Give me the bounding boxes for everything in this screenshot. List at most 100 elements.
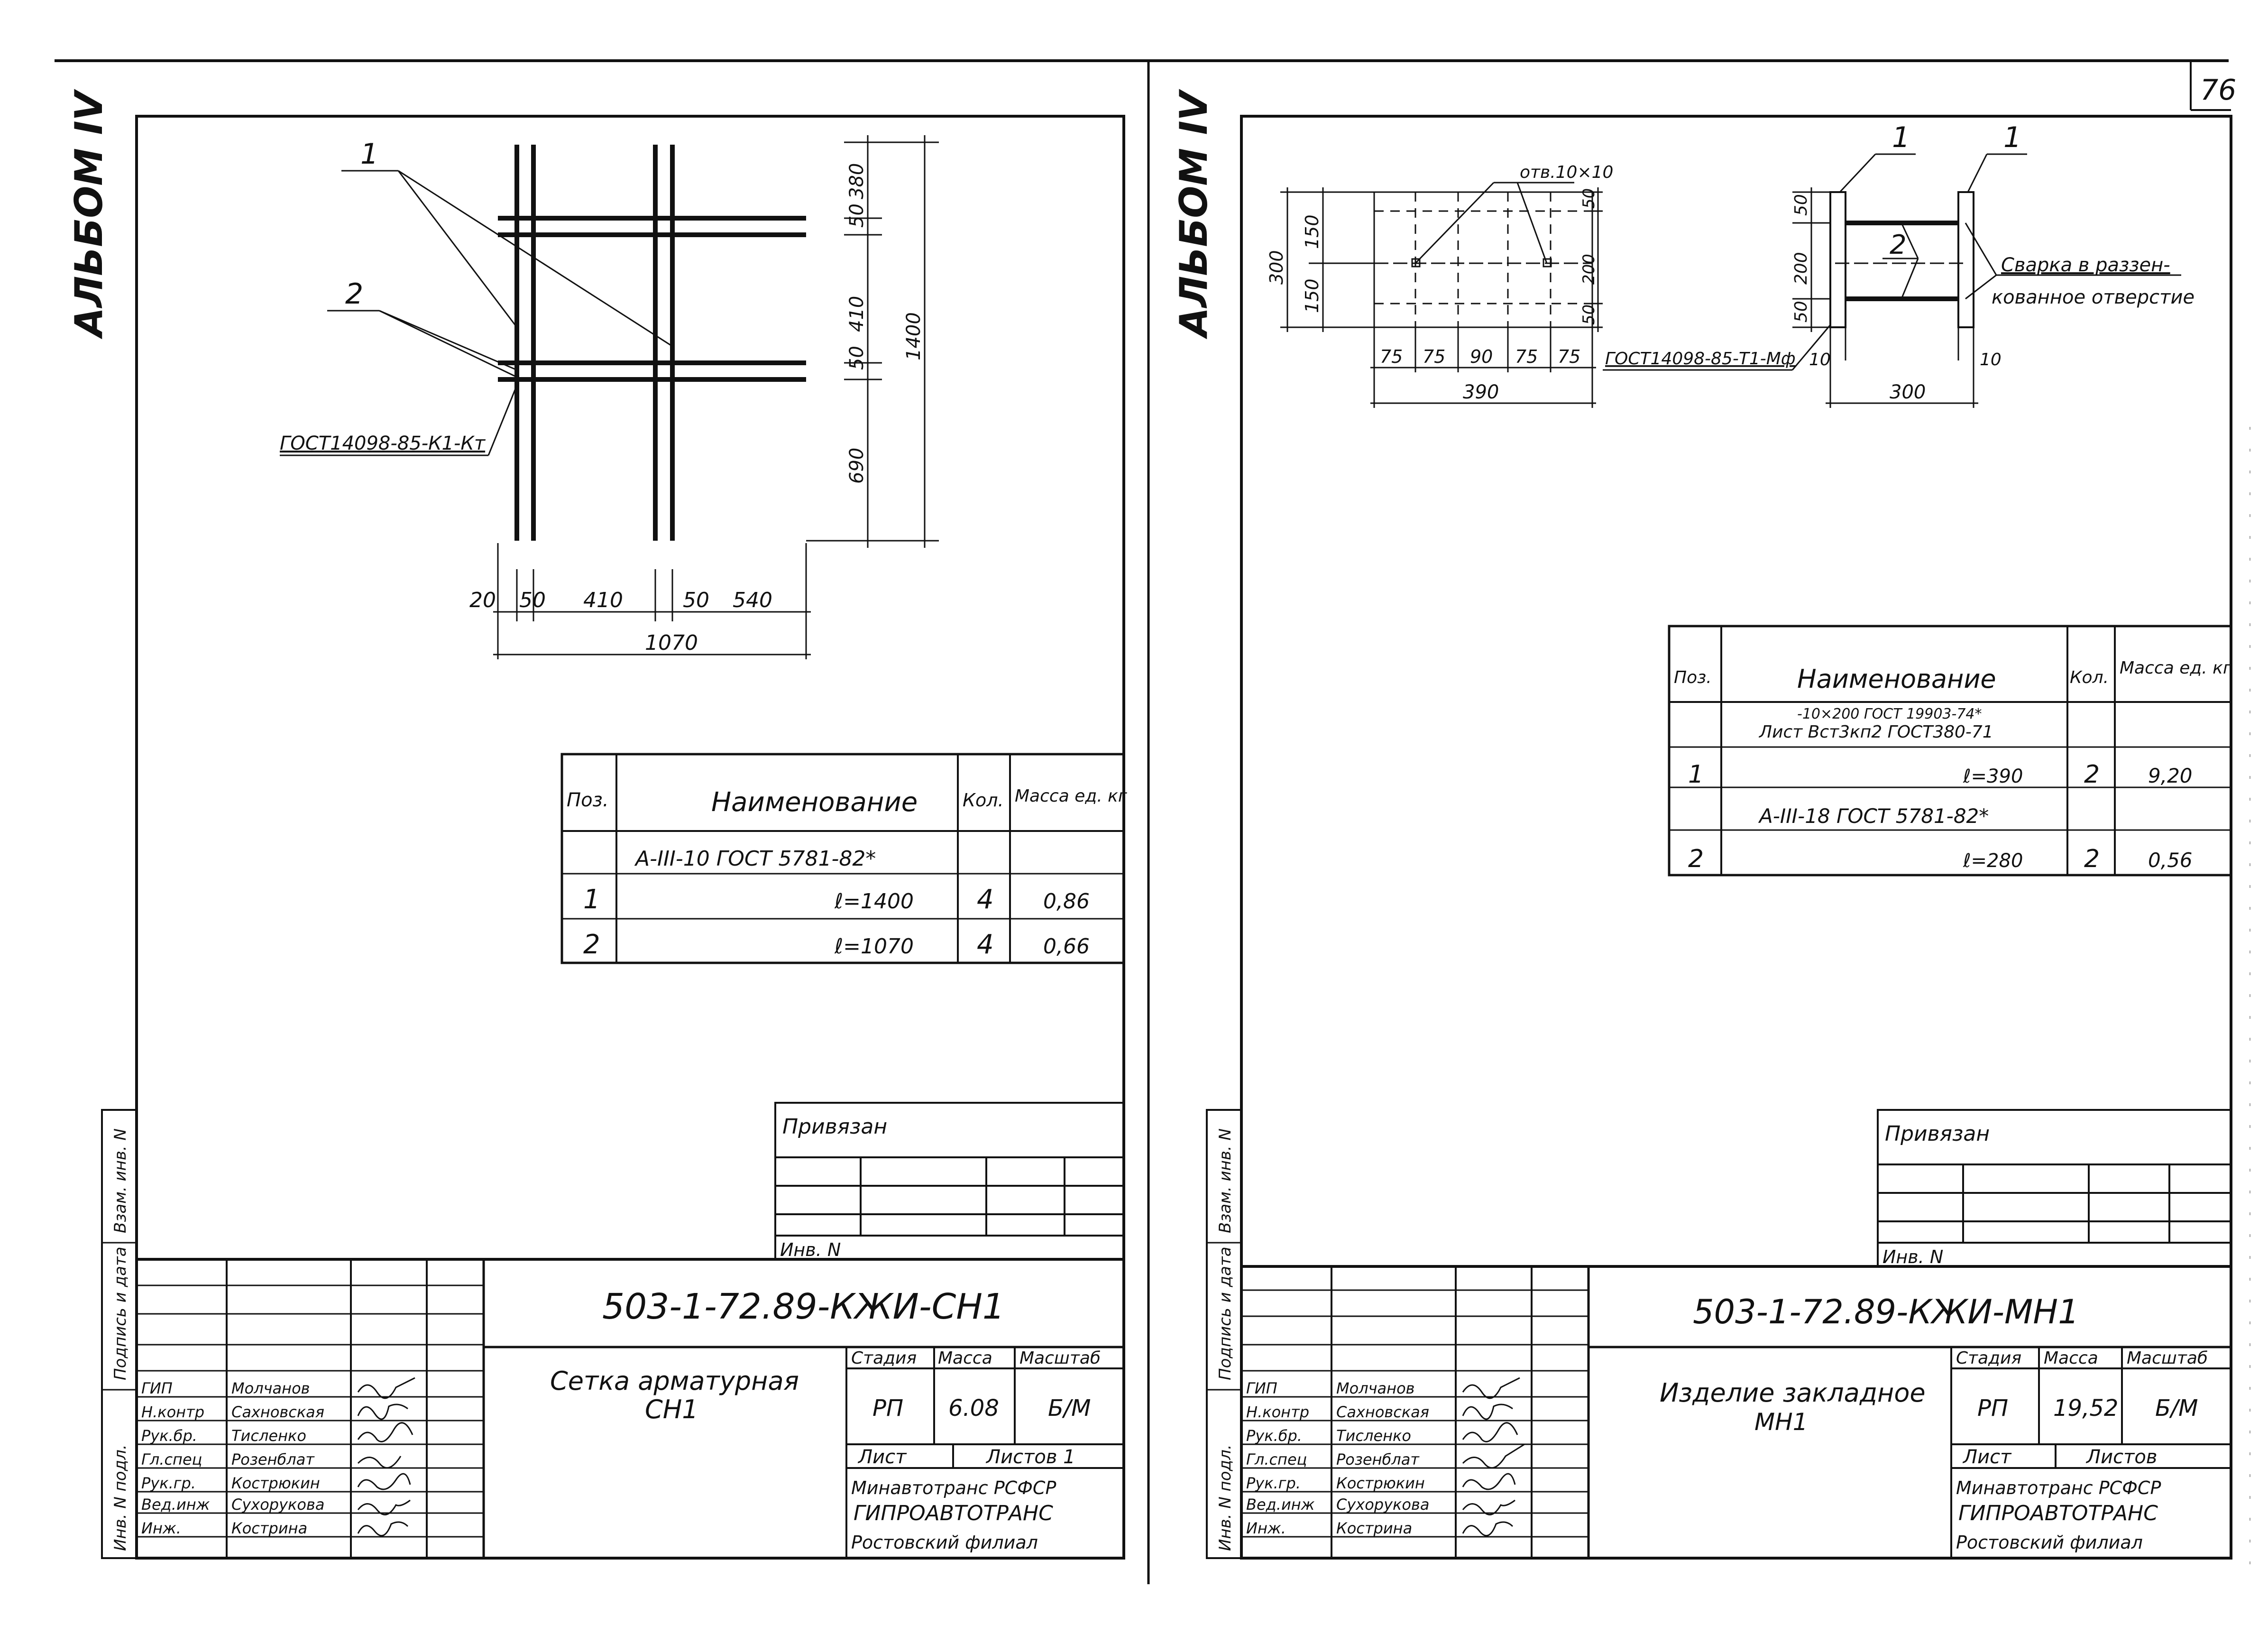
tb2-stage-label: Стадия <box>1956 1348 2021 1368</box>
mesh-dim-right-410: 410 <box>846 296 868 332</box>
side-strip-inv-podl-2: Инв. N подл. <box>1216 1444 1235 1551</box>
spec2-header-qty: Кол. <box>2070 668 2109 687</box>
section-dim-50b: 50 <box>1791 301 1811 323</box>
tb1-staff-name-5: Сухорукова <box>231 1496 324 1514</box>
side-strip-podpis-1: Подпись и дата <box>111 1246 130 1380</box>
spec1-row2-mass: 0,66 <box>1043 934 1090 959</box>
tb1-sheets-label: Листов 1 <box>985 1446 1075 1468</box>
tb2-staff-role-0: ГИП <box>1246 1379 1277 1397</box>
spec1-row1-qty: 4 <box>977 884 994 915</box>
tb1-sheet-label: Лист <box>857 1446 907 1468</box>
tb2-staff-name-1: Сахновская <box>1336 1403 1429 1421</box>
mesh-weld-note: ГОСТ14098-85-К1-Кт <box>280 433 486 454</box>
plan-dim-r50a: 50 <box>1579 188 1598 209</box>
hole-note: отв.10×10 <box>1520 163 1613 182</box>
tb1-staff-role-6: Инж. <box>141 1519 181 1537</box>
embedded-part-section: 1 1 2 Сварка в раззен- кованное отверсти… <box>1791 121 2195 408</box>
mesh-dim-right-1400: 1400 <box>903 312 925 360</box>
tb2-sheets-label: Листов <box>2085 1446 2157 1468</box>
sheet-1-side-strip: Взам. инв. N Подпись и дата Инв. N подл. <box>101 1109 138 1559</box>
tb2-staff-name-3: Розенблат <box>1336 1450 1420 1468</box>
section-leader-2: 2 <box>1890 230 1907 260</box>
mesh-dim-right-50b: 50 <box>846 346 868 370</box>
tb1-stage: РП <box>872 1395 903 1422</box>
tb1-staff-name-3: Розенблат <box>231 1450 315 1468</box>
tb2-stage: РП <box>1977 1395 2008 1422</box>
sheet-1-frame <box>135 115 1125 1560</box>
tb2-staff-role-6: Инж. <box>1246 1519 1286 1537</box>
tb1-scale-label: Масштаб <box>1019 1348 1101 1368</box>
side-strip-inv-podl-1: Инв. N подл. <box>111 1444 130 1551</box>
section-dim-50a: 50 <box>1791 194 1811 216</box>
tb2-staff-role-5: Вед.инж <box>1246 1496 1315 1514</box>
tb2-org2: ГИПРОАВТОТРАНС <box>1958 1501 2158 1525</box>
plan-weld-note: ГОСТ14098-85-Т1-Мф <box>1605 349 1796 369</box>
tb1-title-line1: Сетка арматурная <box>550 1366 799 1396</box>
spec1-row2-qty: 4 <box>977 929 994 960</box>
mesh-drawing: 1 2 ГОСТ14098-85-К1-Кт 50 380 410 <box>280 135 939 659</box>
plan-dim-w-0: 75 <box>1380 346 1403 367</box>
sheet-2-side-strip: Взам. инв. N Подпись и дата Инв. N подл. <box>1206 1109 1242 1559</box>
sheet-1-privyazan: Привязан Инв. N <box>774 1102 1125 1260</box>
tb1-staff-role-1: Н.контр <box>141 1403 204 1421</box>
tb2-staff-role-3: Гл.спец <box>1246 1450 1307 1468</box>
inv-n-label-1: Инв. N <box>780 1239 841 1260</box>
tb1-code: 503-1-72.89-КЖИ-СН1 <box>602 1286 1005 1327</box>
spec2-row2-name: ℓ=280 <box>1963 850 2023 872</box>
tb2-code: 503-1-72.89-КЖИ-МН1 <box>1693 1293 2079 1331</box>
section-dim-10a: 10 <box>1809 350 1831 369</box>
spec1-row1-mass: 0,86 <box>1043 889 1090 914</box>
mesh-dim-bottom-50b: 50 <box>683 588 709 612</box>
tb2-staff-role-1: Н.контр <box>1246 1403 1309 1421</box>
section-dim-300: 300 <box>1890 381 1926 403</box>
tb1-staff-role-0: ГИП <box>141 1379 173 1397</box>
tb1-mass-label: Масса <box>938 1348 992 1368</box>
spec2-row2-qty: 2 <box>2084 845 2100 873</box>
tb2-signatures <box>1462 1377 1525 1537</box>
mesh-dim-bottom-410: 410 <box>583 588 623 612</box>
sheet-2-frame <box>1240 115 2232 1560</box>
album-label-sheet-2: АЛЬБОМ IV <box>1172 88 1216 340</box>
tb2-staff-name-0: Молчанов <box>1336 1379 1415 1397</box>
tb1-signatures <box>357 1377 415 1537</box>
mesh-dim-right-690: 690 <box>846 448 868 484</box>
tb2-scale-label: Масштаб <box>2127 1348 2208 1368</box>
tb1-mass: 6.08 <box>948 1395 999 1422</box>
tb2-title-line1: Изделие закладное <box>1660 1378 1926 1408</box>
section-leader-1a: 1 <box>1892 121 1910 154</box>
side-strip-podpis-2: Подпись и дата <box>1216 1246 1235 1380</box>
tb2-staff-name-4: Кострюкин <box>1336 1474 1425 1492</box>
plan-dim-w-2: 90 <box>1470 346 1493 367</box>
tb1-staff-role-2: Рук.бр. <box>141 1427 197 1445</box>
tb1-staff-role-4: Рук.гр. <box>141 1474 196 1492</box>
spec2-row2-pos: 2 <box>1688 845 1704 873</box>
mesh-dim-right-50a: 50 <box>846 203 868 228</box>
plan-dim-150a: 150 <box>1302 214 1322 249</box>
section-dim-200: 200 <box>1791 252 1811 285</box>
sheet-2-spec-table: Поз. Наименование Кол. Масса ед. кг -10×… <box>1668 625 2232 877</box>
tb1-scale: Б/М <box>1048 1395 1091 1422</box>
spec2-header-name: Наименование <box>1797 664 1996 694</box>
sheet-2-title-block: 503-1-72.89-КЖИ-МН1 Изделие закладное МН… <box>1241 1265 2231 1558</box>
plan-dim-300: 300 <box>1266 250 1287 285</box>
spec2-row2-mass: 0,56 <box>2148 849 2193 872</box>
privyazan-label-1: Привязан <box>782 1115 887 1139</box>
side-strip-vzam-inv-2: Взам. инв. N <box>1216 1128 1235 1233</box>
spec2-group1-top: -10×200 ГОСТ 19903-74* <box>1797 706 1982 722</box>
sheet-2-privyazan: Привязан Инв. N <box>1877 1109 2232 1267</box>
page-number: 76 <box>2200 74 2236 107</box>
mesh-dim-bottom-540: 540 <box>733 588 772 612</box>
spec2-header-mass: Масса ед. кг <box>2120 658 2232 678</box>
plan-dim-r50b: 50 <box>1579 305 1598 325</box>
spec1-row1-pos: 1 <box>583 884 600 915</box>
tb1-staff-name-4: Кострюкин <box>231 1474 320 1492</box>
section-dim-10b: 10 <box>1980 350 2002 369</box>
spec2-row1-qty: 2 <box>2084 760 2100 789</box>
tb2-org1: Минавтотранс РСФСР <box>1956 1477 2161 1498</box>
tb2-mass: 19,52 <box>2053 1395 2118 1422</box>
spec1-header-pos: Поз. <box>567 789 609 811</box>
mesh-dim-bottom-50a: 50 <box>519 588 546 612</box>
spec1-row2-name: ℓ=1070 <box>834 934 914 959</box>
spec1-group: А-III-10 ГОСТ 5781-82* <box>634 847 876 871</box>
